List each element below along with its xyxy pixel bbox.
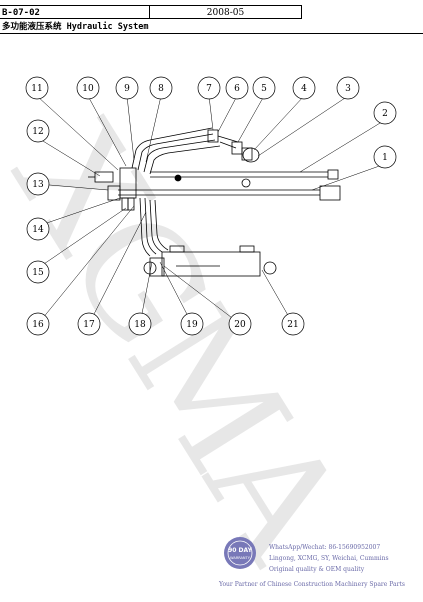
page-title: 多功能液压系统 Hydraulic System [0,20,423,34]
callout-label-17: 17 [83,320,95,330]
callout-circle-19 [180,312,204,336]
watermark-text: XGMA [0,97,377,590]
callout-circle-4 [292,76,316,100]
callout-circle-17 [77,312,101,336]
callout-label-5: 5 [261,84,267,94]
callout-circle-3 [336,76,360,100]
callout-circle-5 [252,76,276,100]
callout-label-21: 21 [287,320,298,330]
callout-circle-10 [76,76,100,100]
callout-label-3: 3 [345,84,351,94]
footer-line-1: WhatsApp/Wechat: 86-15690952007 [269,544,381,551]
callout-circle-21 [281,312,305,336]
callout-label-4: 4 [301,84,307,94]
callout-label-18: 18 [134,320,146,330]
callout-circle-16 [26,312,50,336]
callout-label-2: 2 [382,109,388,119]
callout-label-8: 8 [158,84,164,94]
callout-label-6: 6 [234,84,240,94]
callout-circle-6 [225,76,249,100]
footer-line-4: Your Partner of Chinese Construction Mac… [219,581,405,588]
svg-text:WARRANTY: WARRANTY [230,556,251,560]
callout-label-16: 16 [32,320,44,330]
callout-circle-15 [26,260,50,284]
callout-label-19: 19 [186,320,198,330]
callout-circle-7 [197,76,221,100]
callout-label-20: 20 [234,320,246,330]
footer-line-3: Original quality & OEM quality [269,566,365,573]
callout-circle-8 [149,76,173,100]
callout-circle-9 [115,76,139,100]
callout-label-11: 11 [31,84,42,94]
callout-label-14: 14 [32,225,44,235]
xgma-watermark: XGMA [0,97,377,590]
callout-circle-20 [228,312,252,336]
callout-label-1: 1 [382,153,388,163]
callout-circle-11 [25,76,49,100]
warranty-badge-icon: 90 DAY WARRANTY [224,537,256,569]
callout-label-12: 12 [32,127,43,137]
footer-line-2: Lingong, XCMG, SY, Weichai, Cummins [269,555,389,562]
callout-circle-2 [373,101,397,125]
date-cell: 2008-05 [149,5,302,19]
callout-circle-13 [26,172,50,196]
callout-circle-18 [128,312,152,336]
callout-circle-1 [373,145,397,169]
svg-text:90 DAY: 90 DAY [228,547,252,554]
callout-label-10: 10 [82,84,94,94]
callout-label-9: 9 [124,84,130,94]
callout-label-15: 15 [32,268,44,278]
callout-label-13: 13 [32,180,44,190]
callout-label-7: 7 [206,84,212,94]
callout-circle-14 [26,217,50,241]
callout-circle-12 [26,119,50,143]
